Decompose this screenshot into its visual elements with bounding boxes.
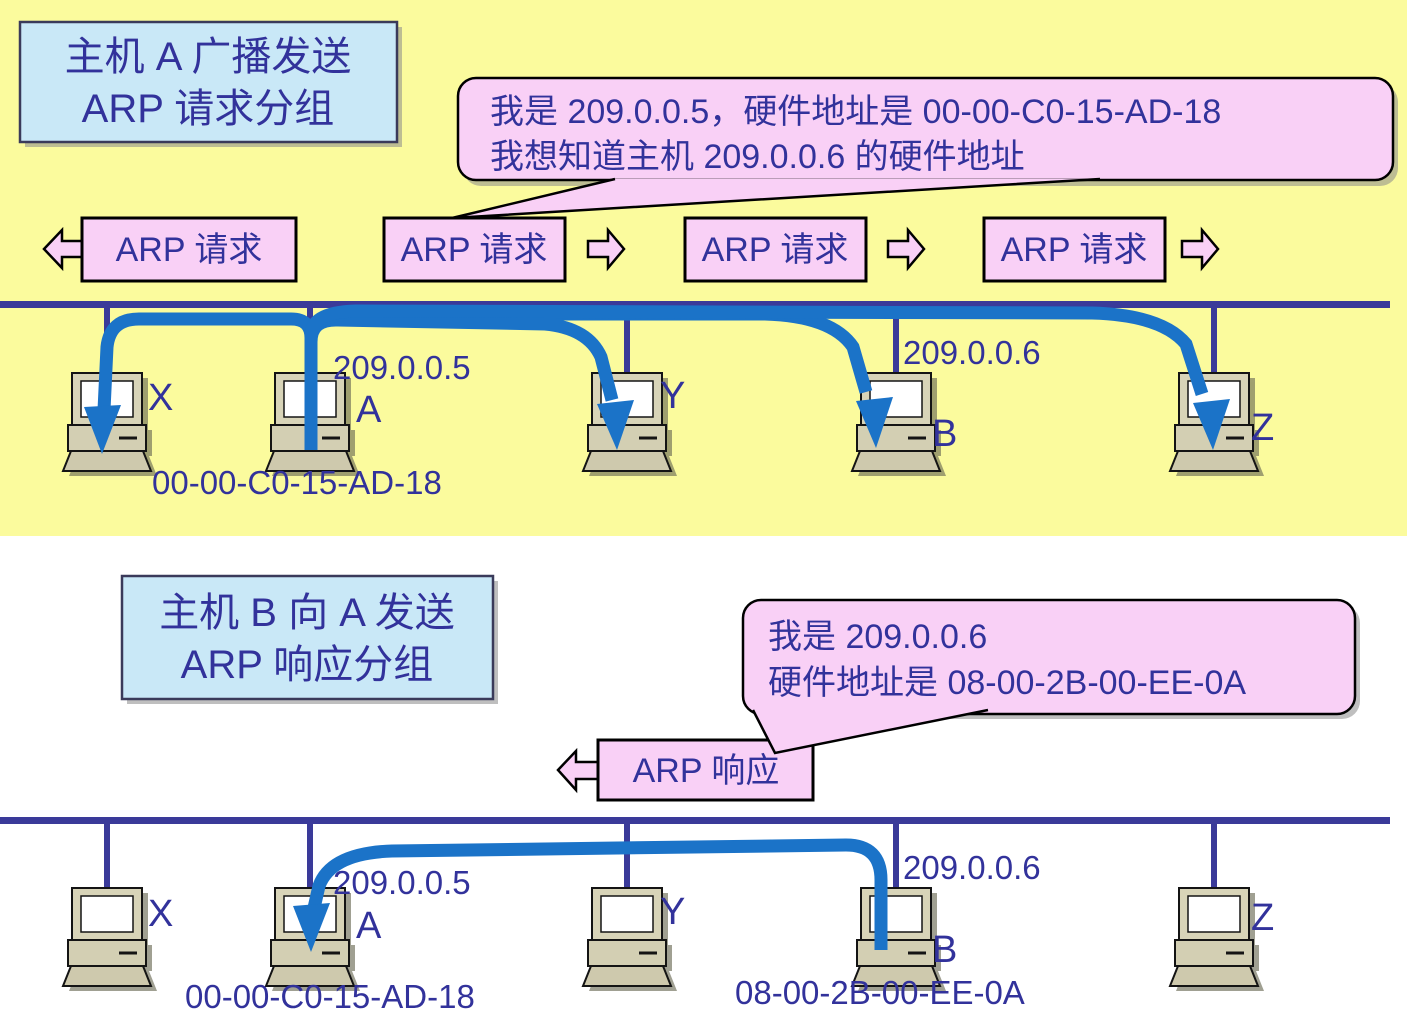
- host-y-label-bottom: Y: [660, 891, 685, 933]
- broadcast-arrow-to-z: [304, 304, 1209, 396]
- host-a-ip-top: 209.0.0.5: [333, 349, 471, 386]
- top-title-box: 主机 A 广播发送 ARP 请求分组: [18, 20, 402, 147]
- broadcast-arrowheads-group: [84, 397, 1230, 454]
- bubble-line-1: 我是 209.0.0.5，硬件地址是 00-00-C0-15-AD-18: [490, 93, 1221, 131]
- host-b-ip-top: 209.0.0.6: [903, 334, 1041, 371]
- drop-line-y-bottom: [624, 824, 630, 890]
- arp-response-label: ARP 响应: [633, 752, 780, 790]
- bus-line-top: [0, 301, 1390, 308]
- title-box-body-2: [120, 574, 495, 701]
- host-b-label-bottom: B: [932, 929, 957, 971]
- host-computer-x-bottom: [61, 886, 159, 993]
- arrowhead-x-icon: [84, 405, 121, 454]
- top-title-line-2: ARP 请求分组: [82, 87, 335, 131]
- arp-request-box-2: [382, 216, 567, 283]
- arp-request-speech-bubble: 我是 209.0.0.5，硬件地址是 00-00-C0-15-AD-18 我想知…: [451, 76, 1398, 220]
- host-a-mac-top: 00-00-C0-15-AD-18: [152, 464, 442, 501]
- arp-request-boxes-group: ARP 请求 ARP 请求 ARP 请求 ARP 请求: [42, 216, 1220, 283]
- arrowhead-a-icon: [293, 903, 330, 952]
- arp-request-box-4: [982, 216, 1167, 283]
- drop-line-a-bottom: [307, 824, 313, 890]
- arp-request-label-4: ARP 请求: [1001, 231, 1148, 269]
- drop-line-y-top: [624, 308, 630, 374]
- host-a-mac-bottom: 00-00-C0-15-AD-18: [185, 978, 475, 1015]
- host-x-label-bottom: X: [148, 893, 173, 935]
- drop-line-b-top: [893, 308, 899, 374]
- packet-arrow-right-icon-2: [886, 226, 926, 272]
- host-z-label-bottom: Z: [1251, 897, 1274, 939]
- bubble-tail: [451, 177, 1101, 220]
- bubble-body-2: [741, 598, 1357, 716]
- arrowhead-b-icon: [856, 397, 893, 448]
- arp-request-label-2: ARP 请求: [401, 231, 548, 269]
- bubble2-line-1: 我是 209.0.0.6: [768, 618, 987, 656]
- arrowhead-y-icon: [597, 400, 634, 450]
- host-a-label-top: A: [356, 389, 382, 431]
- packet-arrow-right-icon-3: [1180, 226, 1220, 272]
- response-arrow-b-to-a: [307, 838, 888, 950]
- bubble-line-2: 我想知道主机 209.0.0.6 的硬件地址: [490, 138, 1025, 176]
- bottom-title-line-2: ARP 响应分组: [181, 643, 434, 687]
- arp-request-label-1: ARP 请求: [116, 231, 263, 269]
- host-a-ip-bottom: 209.0.0.5: [333, 864, 471, 901]
- host-b-ip-bottom: 209.0.0.6: [903, 849, 1041, 886]
- bottom-title-box: 主机 B 向 A 发送 ARP 响应分组: [120, 574, 498, 704]
- host-a-label-bottom: A: [356, 905, 382, 947]
- arp-request-box-1: [80, 216, 298, 283]
- bubble-tail-2: [751, 708, 989, 755]
- drop-line-b-bottom: [893, 824, 899, 890]
- bubble2-line-2: 硬件地址是 08-00-2B-00-EE-0A: [768, 664, 1246, 702]
- drop-line-z-bottom: [1211, 824, 1217, 890]
- bus-line-bottom: [0, 817, 1390, 824]
- arp-response-speech-bubble: 我是 209.0.0.6 硬件地址是 08-00-2B-00-EE-0A: [741, 598, 1360, 755]
- host-b-mac-bottom: 08-00-2B-00-EE-0A: [735, 974, 1025, 1011]
- host-b-label-top: B: [932, 413, 957, 455]
- host-y-label-top: Y: [660, 375, 685, 417]
- host-computer-z-bottom: [1168, 886, 1266, 993]
- top-title-line-1: 主机 A 广播发送: [65, 35, 352, 79]
- packet-arrow-right-icon-1: [586, 226, 626, 272]
- arrowhead-z-icon: [1193, 399, 1230, 450]
- bottom-title-line-1: 主机 B 向 A 发送: [159, 591, 455, 635]
- host-x-label-top: X: [148, 377, 173, 419]
- title-box-body: [18, 20, 399, 144]
- host-z-label-top: Z: [1251, 407, 1274, 449]
- drop-line-x-bottom: [104, 824, 110, 890]
- drop-line-z-top: [1211, 308, 1217, 374]
- arp-request-label-3: ARP 请求: [702, 231, 849, 269]
- response-arrow-left-icon: [556, 747, 600, 794]
- broadcast-arrows-group: [97, 304, 1209, 450]
- arp-request-box-3: [683, 216, 868, 283]
